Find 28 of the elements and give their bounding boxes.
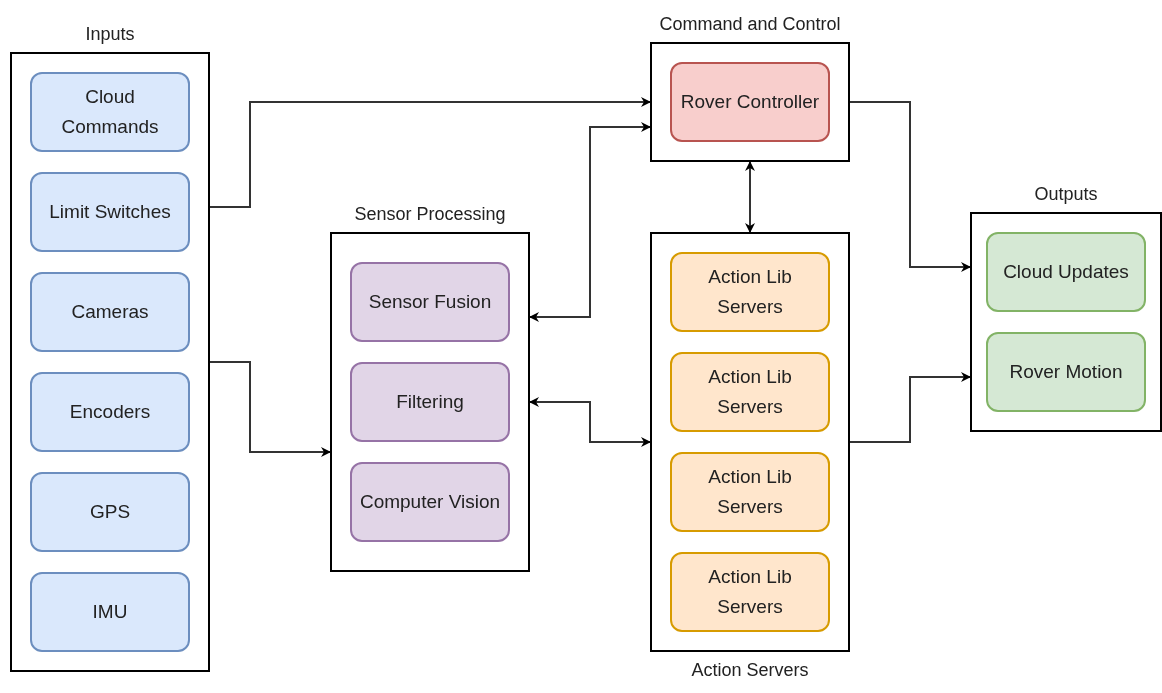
connector-arrow: [529, 122, 651, 322]
output-box: Cloud Updates: [986, 232, 1146, 312]
group-title: Command and Control: [659, 12, 841, 36]
processing-box: Sensor Fusion: [350, 262, 510, 342]
server-box: Action Lib Servers: [670, 352, 830, 432]
group-title: Sensor Processing: [354, 202, 506, 226]
processing-box: Computer Vision: [350, 462, 510, 542]
connector-arrow: [849, 372, 971, 443]
connector-arrow: [529, 397, 651, 447]
server-box: Action Lib Servers: [670, 452, 830, 532]
connector-arrow: [209, 97, 651, 208]
controller-box: Rover Controller: [670, 62, 830, 142]
connector-arrow: [745, 161, 755, 233]
connector-arrow: [209, 361, 331, 457]
input-box: GPS: [30, 472, 190, 552]
group-title: Outputs: [1034, 182, 1098, 206]
server-box: Action Lib Servers: [670, 252, 830, 332]
output-box: Rover Motion: [986, 332, 1146, 412]
processing-box: Filtering: [350, 362, 510, 442]
input-box: Encoders: [30, 372, 190, 452]
input-box: Cloud Commands: [30, 72, 190, 152]
server-box: Action Lib Servers: [670, 552, 830, 632]
input-box: Cameras: [30, 272, 190, 352]
input-box: IMU: [30, 572, 190, 652]
input-box: Limit Switches: [30, 172, 190, 252]
group-title: Inputs: [85, 22, 135, 46]
group-title: Action Servers: [691, 658, 809, 682]
connector-arrow: [849, 101, 971, 272]
